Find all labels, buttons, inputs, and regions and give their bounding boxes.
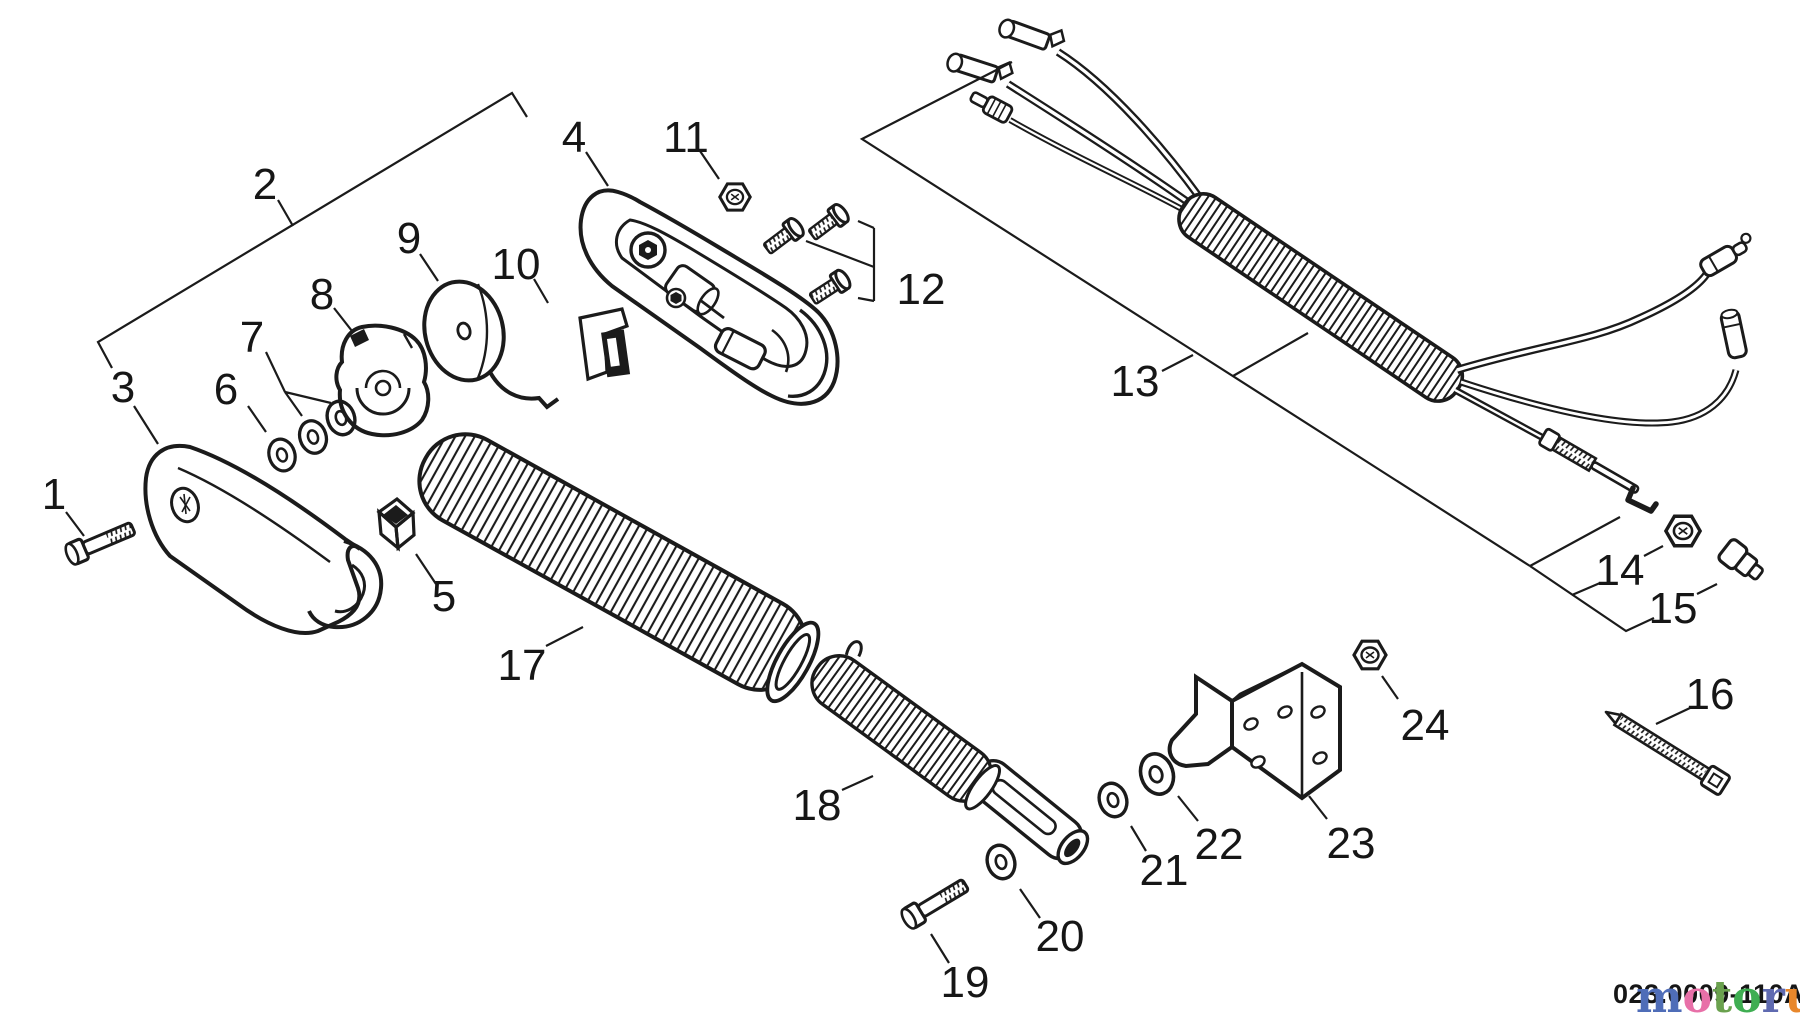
- callout-22-label: 22: [1195, 820, 1244, 869]
- callout-7-label: 7: [240, 313, 264, 362]
- watermark-letter: t: [1712, 972, 1733, 1022]
- part-3-clamp-lever: [143, 443, 384, 635]
- callout-leader-lines: [65, 61, 1718, 964]
- watermark-letter: m: [1636, 972, 1683, 1022]
- callout-11-label: 11: [663, 113, 709, 162]
- part-11-locknut: [718, 182, 752, 212]
- group-bracket-12: [805, 219, 876, 303]
- part-9-cam-disc: [422, 279, 560, 410]
- part-7-washer-a: [293, 415, 333, 459]
- cable-end-barrel: [969, 91, 1014, 124]
- part-21-washer: [1093, 777, 1133, 823]
- part-18-shaft-tube: [969, 759, 1090, 866]
- callout-12-label: 12: [897, 265, 946, 314]
- callout-13-label: 13: [1111, 357, 1160, 406]
- callout-18-label: 18: [793, 781, 842, 830]
- callout-10-label: 10: [492, 240, 541, 289]
- callout-2-label: 2: [253, 160, 277, 209]
- bullet-terminal-upper: [1699, 232, 1752, 278]
- callout-15-label: 15: [1649, 584, 1698, 633]
- group-bracket-13-tick-b: [1529, 565, 1655, 633]
- part-16-cable-tie: [1604, 710, 1731, 796]
- bullet-terminal-lower: [1719, 308, 1748, 360]
- part-14-locknut: [1664, 514, 1702, 548]
- spiral-loom: [1177, 192, 1465, 403]
- part-20-washer: [981, 839, 1021, 885]
- part-18-spring: [810, 640, 1001, 811]
- callout-9-label: 9: [397, 214, 421, 263]
- part-5-square-block: [376, 496, 416, 552]
- drawing-number: 023.0009-110A: [1613, 979, 1800, 1009]
- callout-14-label: 14: [1596, 546, 1645, 595]
- callout-1-label: 1: [42, 470, 66, 519]
- part-23-bracket: [1167, 661, 1342, 801]
- part-4-trigger-housing: [578, 188, 840, 406]
- watermark-logo: motoruf®.de: [1636, 972, 1800, 1022]
- callout-5-label: 5: [432, 572, 456, 621]
- part-8-spring-case: [334, 323, 431, 438]
- part-24-locknut: [1352, 639, 1388, 671]
- group-bracket-13: [859, 61, 1531, 567]
- callout-4-label: 4: [562, 113, 586, 162]
- cable-adjuster: [1538, 427, 1640, 494]
- callout-labels: 1 2 3 4 5 6 7 8 9 10 11 12 13 14 15 16 1…: [42, 113, 1735, 1007]
- callout-8-label: 8: [310, 270, 334, 319]
- spade-terminal-upper: [995, 8, 1069, 59]
- group-bracket-2: [96, 91, 528, 369]
- part-6-washer: [263, 434, 301, 476]
- watermark-letter: o: [1683, 972, 1712, 1022]
- part-12-screws: [759, 200, 855, 310]
- group-bracket-13-tick-a: [1529, 516, 1621, 567]
- callout-24-label: 24: [1401, 701, 1450, 750]
- callout-21-label: 21: [1140, 846, 1189, 895]
- callout-17-label: 17: [498, 641, 547, 690]
- part-10-latch-plate: [578, 307, 631, 382]
- callout-3-label: 3: [111, 363, 135, 412]
- callout-20-label: 20: [1036, 912, 1085, 961]
- watermark-letter: u: [1785, 972, 1800, 1022]
- part-17-liner-spring: [417, 432, 821, 704]
- watermark-letter: r: [1762, 972, 1786, 1022]
- callout-16-label: 16: [1686, 670, 1735, 719]
- part-1-bolt: [61, 516, 139, 568]
- part-22-spacer-washer: [1138, 752, 1176, 796]
- callout-23-label: 23: [1327, 819, 1376, 868]
- part-15-cap: [1717, 538, 1764, 581]
- part-19-bolt: [897, 873, 973, 933]
- watermark-letter: o: [1732, 972, 1761, 1022]
- callout-6-label: 6: [214, 365, 238, 414]
- part-13-cable-harness: [943, 8, 1752, 514]
- callout-19-label: 19: [941, 958, 990, 1007]
